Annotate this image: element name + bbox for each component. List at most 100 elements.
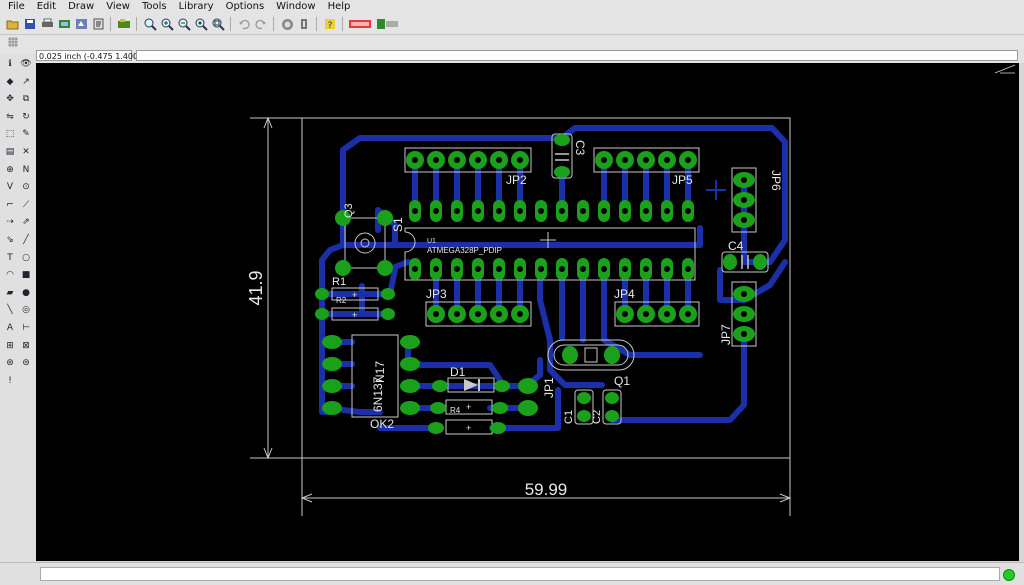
zoom-select-icon[interactable]	[210, 16, 226, 32]
via-icon[interactable]: ●	[22, 287, 30, 298]
label-q1: Q1	[614, 374, 630, 388]
stop-icon[interactable]	[279, 16, 295, 32]
drc-icon[interactable]: ⊜	[22, 358, 30, 369]
text-icon[interactable]: T	[7, 252, 13, 263]
miter-icon[interactable]: ⌐	[6, 199, 14, 210]
copy-icon[interactable]: ⧉	[22, 94, 30, 105]
label-u1: U1	[427, 238, 436, 245]
move-icon[interactable]: ✥	[6, 94, 14, 105]
label-c4: C4	[728, 239, 744, 253]
board-canvas[interactable]: 41.9 59.99	[36, 63, 1019, 561]
info-icon[interactable]: ℹ	[8, 59, 12, 69]
redo-icon[interactable]	[253, 16, 269, 32]
route-icon[interactable]: ⇗	[22, 217, 30, 228]
via-cross	[706, 180, 726, 200]
pin-header-jp4	[614, 301, 700, 327]
height-label: 41.9	[246, 270, 266, 305]
menu-edit[interactable]: Edit	[36, 1, 57, 12]
menu-options[interactable]: Options	[225, 1, 265, 12]
svg-text:?: ?	[328, 21, 333, 31]
label-c1: C1	[563, 410, 575, 424]
undo-icon[interactable]	[236, 16, 252, 32]
toolbar-separator	[136, 17, 137, 31]
show-icon[interactable]: 👁	[20, 59, 32, 69]
help-icon[interactable]: ?	[322, 16, 338, 32]
menu-view[interactable]: View	[106, 1, 130, 12]
polygon-icon[interactable]: ▰	[6, 287, 14, 298]
menu-bar: File Edit Draw View Tools Library Option…	[0, 0, 1024, 14]
label-q3: Q3	[343, 203, 355, 218]
label-c3: C3	[573, 140, 587, 156]
delete-icon[interactable]: ✕	[22, 147, 30, 157]
mirror-icon[interactable]: ⇋	[6, 111, 14, 122]
capacitor-c4	[721, 251, 769, 273]
menu-help[interactable]: Help	[327, 1, 351, 12]
smash-icon[interactable]: ⊙	[22, 182, 30, 193]
display-icon[interactable]: ◆	[6, 76, 14, 87]
group-icon[interactable]: ⬚	[5, 129, 15, 140]
ripup-icon[interactable]: ⇘	[6, 235, 14, 245]
signal-icon[interactable]: ╲	[7, 305, 13, 316]
split-icon[interactable]: ⟋	[22, 199, 30, 210]
label-r2: R2	[336, 296, 347, 305]
print-icon[interactable]	[39, 16, 55, 32]
ulp-icon[interactable]	[73, 16, 89, 32]
zoom-in-icon[interactable]	[159, 16, 175, 32]
attribute-icon[interactable]: A	[6, 323, 14, 333]
cam-icon[interactable]	[56, 16, 72, 32]
coordinate-row: 0.025 inch (-0.475 1.400)	[0, 49, 1024, 63]
zoom-fit-icon[interactable]	[142, 16, 158, 32]
zoom-redraw-icon[interactable]	[193, 16, 209, 32]
pin-header-jp5	[593, 147, 700, 173]
dimension-icon[interactable]: ⊢	[22, 323, 30, 333]
open-icon[interactable]	[5, 16, 21, 32]
erc-icon[interactable]: ⊛	[6, 358, 14, 369]
paste-icon[interactable]: ▤	[5, 147, 15, 157]
switch-s1	[335, 210, 393, 276]
wire-icon[interactable]: ╱	[23, 235, 29, 245]
status-indicator-icon	[1003, 569, 1015, 581]
rect-icon[interactable]: ■	[21, 270, 31, 281]
toolbar-separator	[273, 17, 274, 31]
pcb-quote-icon[interactable]	[376, 16, 400, 32]
add-icon[interactable]: ⊕	[6, 164, 14, 175]
autoroute-icon[interactable]: ⊠	[22, 340, 30, 351]
ratsnest-icon[interactable]: ⊞	[6, 340, 14, 351]
grid-icon[interactable]	[8, 37, 18, 47]
optimize-icon[interactable]: ⇢	[6, 217, 14, 228]
toolbar-separator	[342, 17, 343, 31]
width-label: 59.99	[525, 480, 568, 499]
menu-file[interactable]: File	[8, 1, 25, 12]
name-icon[interactable]: N	[22, 164, 30, 175]
menu-library[interactable]: Library	[178, 1, 214, 12]
resistor-r1	[315, 287, 395, 301]
width-dimension	[300, 458, 792, 516]
design-link-icon[interactable]	[348, 16, 372, 32]
circle-icon[interactable]: ○	[22, 252, 30, 263]
hole-icon[interactable]: ◎	[22, 305, 30, 316]
label-jp3: JP3	[426, 287, 447, 301]
command-line-input[interactable]	[136, 50, 1018, 61]
mark-icon[interactable]: ↗	[22, 76, 30, 87]
diode-d1	[432, 377, 510, 393]
value-icon[interactable]: V	[6, 182, 14, 193]
label-plus-r1: +	[352, 290, 357, 300]
script-icon[interactable]	[90, 16, 106, 32]
height-dimension	[250, 116, 302, 460]
menu-draw[interactable]: Draw	[68, 1, 95, 12]
menu-window[interactable]: Window	[276, 1, 316, 12]
label-jp6: JP6	[769, 170, 783, 191]
label-jp2: JP2	[506, 173, 527, 187]
menu-tools[interactable]: Tools	[141, 1, 167, 12]
label-jp7: JP7	[719, 324, 733, 345]
save-icon[interactable]	[22, 16, 38, 32]
rotate-icon[interactable]: ↻	[22, 111, 30, 122]
arc-icon[interactable]: ◠	[6, 270, 14, 281]
main-toolbar: ?	[0, 14, 1024, 35]
go-icon[interactable]	[296, 16, 312, 32]
label-c2: C2	[591, 410, 603, 424]
errors-icon[interactable]: !	[8, 375, 12, 386]
zoom-out-icon[interactable]	[176, 16, 192, 32]
board-icon[interactable]	[116, 16, 132, 32]
change-icon[interactable]: ✎	[22, 129, 30, 140]
